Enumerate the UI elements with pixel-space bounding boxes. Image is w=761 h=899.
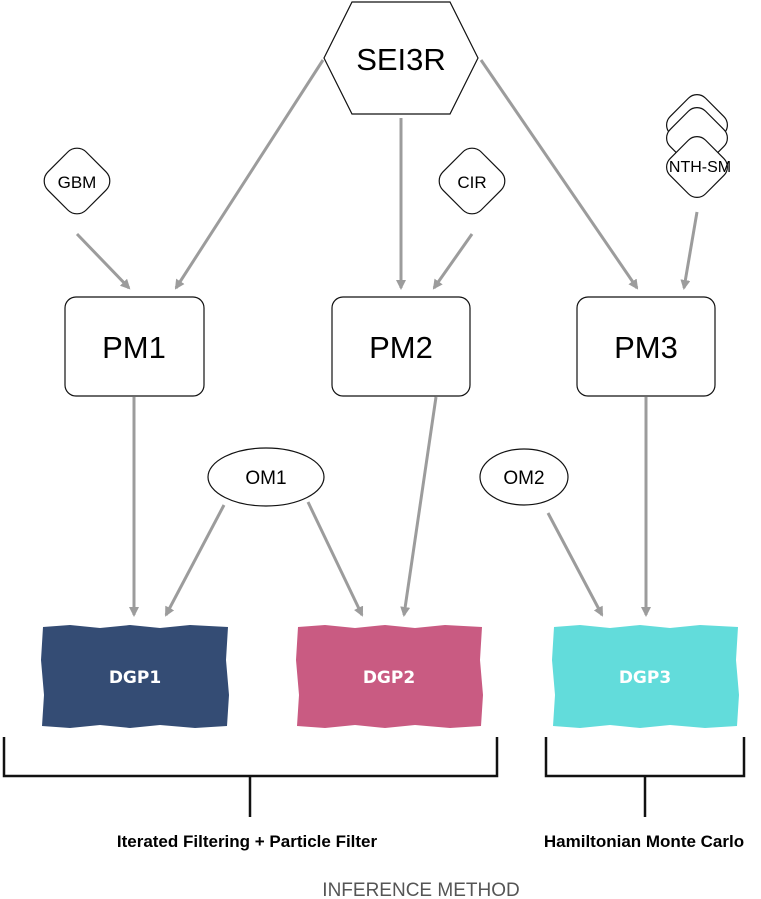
edge-nthsm-pm3 bbox=[680, 211, 699, 290]
ellipse-shape bbox=[479, 448, 569, 506]
node-dgp2: DGP2 bbox=[296, 625, 483, 728]
edge-pm2-dgp2 bbox=[400, 396, 438, 617]
node-gbm: GBM bbox=[43, 147, 111, 215]
node-om1-label: OM1 bbox=[245, 468, 286, 489]
edges bbox=[75, 59, 699, 617]
node-gbm-label: GBM bbox=[58, 173, 97, 192]
bracket-right bbox=[544, 737, 746, 817]
edge-sei3r-pm1 bbox=[174, 59, 325, 290]
node-pm2: PM2 bbox=[331, 296, 471, 397]
edge-gbm-pm1 bbox=[75, 232, 131, 290]
node-pm1-label: PM1 bbox=[102, 330, 166, 365]
node-dgp1-label: DGP1 bbox=[109, 668, 161, 688]
edge-sei3r-pm3 bbox=[479, 59, 639, 290]
edge-cir-pm2 bbox=[432, 233, 474, 290]
box-shape bbox=[331, 296, 471, 397]
caption: INFERENCE METHOD bbox=[322, 880, 519, 899]
dgp1-box bbox=[41, 625, 229, 728]
node-dgp3: DGP3 bbox=[552, 625, 739, 728]
bracket-left bbox=[2, 737, 499, 817]
edge-om1-dgp1 bbox=[164, 504, 226, 617]
method-label-right: Hamiltonian Monte Carlo bbox=[544, 832, 744, 851]
node-pm3: PM3 bbox=[576, 296, 716, 397]
diamond-shape bbox=[43, 147, 111, 215]
method-label-left: Iterated Filtering + Particle Filter bbox=[117, 832, 378, 851]
node-pm2-label: PM2 bbox=[369, 330, 433, 365]
node-om2: OM2 bbox=[479, 448, 569, 506]
node-nthsm-label: NTH-SM bbox=[669, 159, 731, 176]
node-cir: CIR bbox=[438, 147, 506, 215]
stacked-diamond-front bbox=[666, 136, 728, 198]
hexagon-shape bbox=[323, 1, 479, 115]
ellipse-shape bbox=[207, 447, 325, 507]
node-nthsm: NTH-SM bbox=[666, 94, 731, 198]
node-cir-label: CIR bbox=[457, 173, 486, 192]
node-sei3r: SEI3R bbox=[323, 1, 479, 115]
edge-om2-dgp3 bbox=[546, 512, 604, 617]
node-dgp3-label: DGP3 bbox=[619, 668, 671, 688]
node-pm1: PM1 bbox=[64, 296, 205, 397]
node-dgp1: DGP1 bbox=[41, 625, 229, 728]
node-sei3r-label: SEI3R bbox=[356, 42, 446, 77]
diamond-shape bbox=[438, 147, 506, 215]
dgp3-box bbox=[552, 625, 739, 728]
box-shape bbox=[576, 296, 716, 397]
edge-om1-dgp2 bbox=[306, 501, 364, 617]
node-pm3-label: PM3 bbox=[614, 330, 678, 365]
node-dgp2-label: DGP2 bbox=[363, 668, 415, 688]
dgp2-box bbox=[296, 625, 483, 728]
node-om2-label: OM2 bbox=[503, 468, 544, 489]
node-om1: OM1 bbox=[207, 447, 325, 507]
box-shape bbox=[64, 296, 205, 397]
